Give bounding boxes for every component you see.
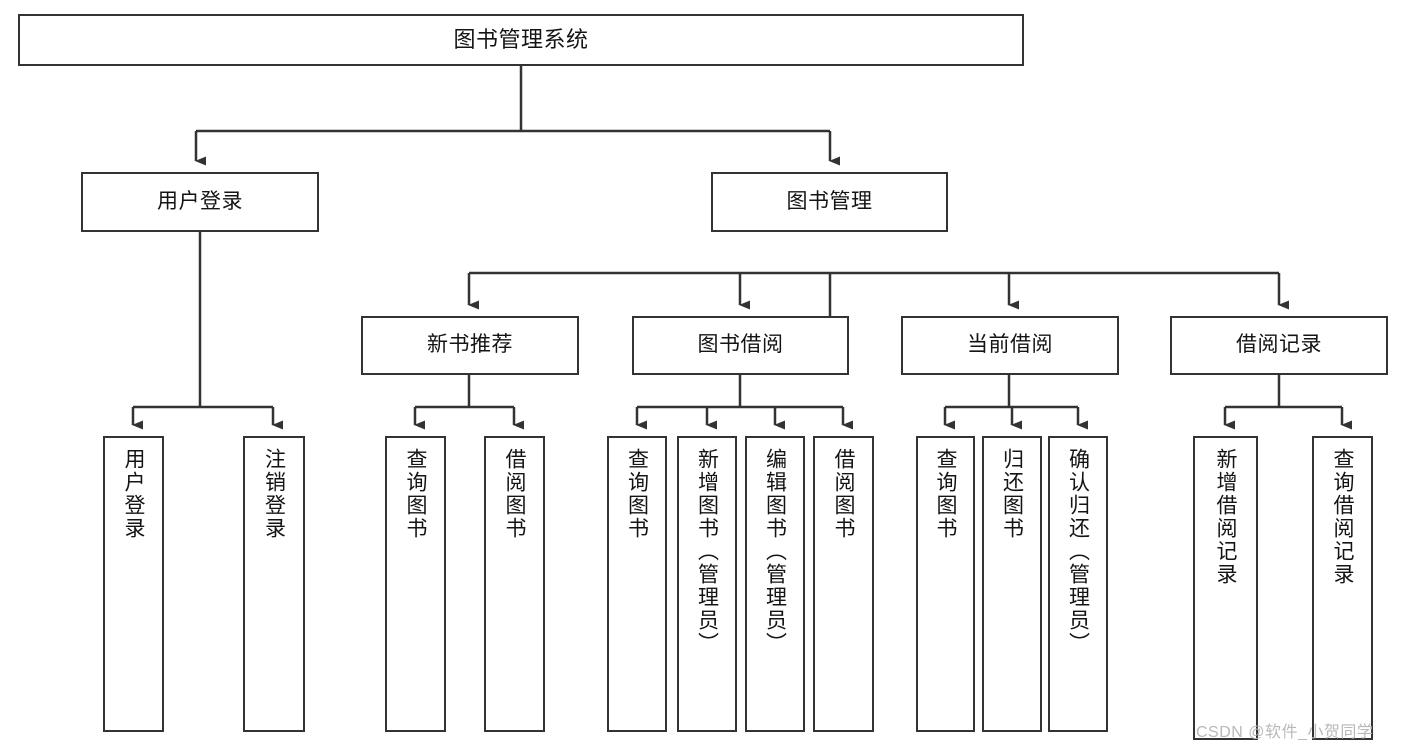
node-leaf-add-borrow-record[interactable]: 新增借阅记录 bbox=[1193, 436, 1258, 740]
node-user-login-label: 用户登录 bbox=[157, 189, 243, 213]
node-book-borrow[interactable]: 图书借阅 bbox=[632, 316, 849, 375]
node-leaf-edit-book-admin[interactable]: 编辑图书（管理员） bbox=[745, 436, 805, 732]
node-leaf-query-book-2[interactable]: 查询图书 bbox=[607, 436, 667, 732]
node-leaf-add-borrow-record-label: 新增借阅记录 bbox=[1214, 448, 1237, 586]
node-current-borrow[interactable]: 当前借阅 bbox=[901, 316, 1119, 375]
node-leaf-query-book-2-label: 查询图书 bbox=[625, 448, 649, 540]
watermark: CSDN @软件_小贺同学 bbox=[1196, 724, 1374, 741]
node-leaf-query-borrow-record-label: 查询借阅记录 bbox=[1331, 448, 1354, 586]
node-root-label: 图书管理系统 bbox=[453, 27, 589, 53]
node-leaf-confirm-return-admin-label: 确认归还（管理员） bbox=[1066, 448, 1090, 655]
node-leaf-query-book-1[interactable]: 查询图书 bbox=[385, 436, 446, 732]
node-book-management[interactable]: 图书管理 bbox=[711, 172, 948, 232]
node-leaf-user-login[interactable]: 用户登录 bbox=[103, 436, 164, 732]
node-leaf-user-login-label: 用户登录 bbox=[122, 448, 145, 540]
node-leaf-query-book-3[interactable]: 查询图书 bbox=[916, 436, 975, 732]
node-leaf-borrow-book-1[interactable]: 借阅图书 bbox=[484, 436, 545, 732]
node-leaf-query-book-1-label: 查询图书 bbox=[404, 448, 427, 540]
node-leaf-add-book-admin[interactable]: 新增图书（管理员） bbox=[677, 436, 737, 732]
node-leaf-query-borrow-record[interactable]: 查询借阅记录 bbox=[1312, 436, 1373, 740]
node-leaf-edit-book-admin-label: 编辑图书（管理员） bbox=[763, 448, 787, 655]
node-new-book-recommend[interactable]: 新书推荐 bbox=[361, 316, 579, 375]
node-leaf-return-book[interactable]: 归还图书 bbox=[982, 436, 1042, 732]
node-book-borrow-label: 图书借阅 bbox=[697, 333, 784, 357]
node-borrow-record[interactable]: 借阅记录 bbox=[1170, 316, 1388, 375]
node-leaf-logout-login-label: 注销登录 bbox=[262, 448, 286, 540]
node-leaf-query-book-3-label: 查询图书 bbox=[934, 448, 957, 540]
node-leaf-borrow-book-1-label: 借阅图书 bbox=[503, 448, 526, 540]
node-borrow-record-label: 借阅记录 bbox=[1236, 333, 1322, 357]
node-leaf-add-book-admin-label: 新增图书（管理员） bbox=[695, 448, 719, 655]
node-leaf-borrow-book-2[interactable]: 借阅图书 bbox=[813, 436, 874, 732]
node-current-borrow-label: 当前借阅 bbox=[967, 333, 1053, 357]
node-leaf-borrow-book-2-label: 借阅图书 bbox=[832, 448, 855, 540]
node-leaf-return-book-label: 归还图书 bbox=[1000, 448, 1024, 540]
node-leaf-logout-login[interactable]: 注销登录 bbox=[243, 436, 305, 732]
node-book-management-label: 图书管理 bbox=[786, 189, 873, 213]
node-user-login[interactable]: 用户登录 bbox=[81, 172, 319, 232]
node-leaf-confirm-return-admin[interactable]: 确认归还（管理员） bbox=[1048, 436, 1108, 732]
node-new-book-recommend-label: 新书推荐 bbox=[427, 333, 513, 357]
node-root[interactable]: 图书管理系统 bbox=[18, 14, 1024, 66]
